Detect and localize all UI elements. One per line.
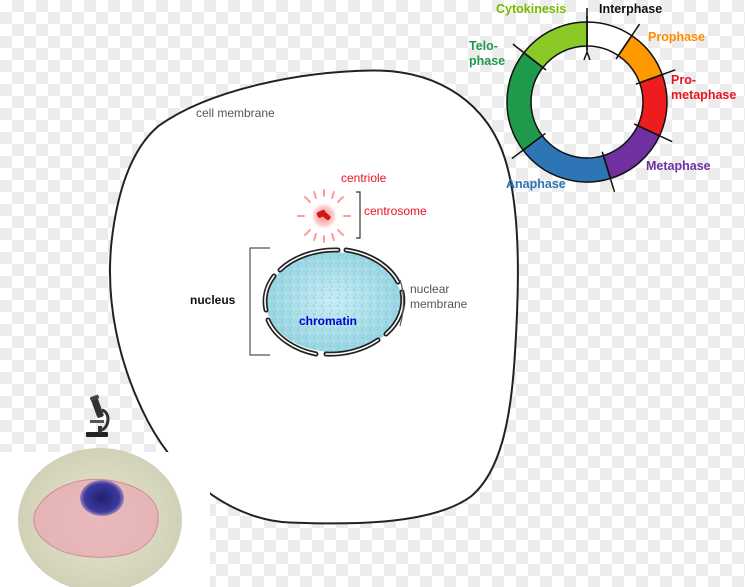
micrograph-nucleus [80,480,124,516]
cycle-divider-cytokinesis [512,43,547,71]
cycle-segment-telophase [506,51,544,152]
nuclear-membrane-label-line1: nuclear [410,282,449,296]
centrosome-label: centrosome [364,204,427,218]
chromatin-label: chromatin [299,314,357,328]
cycle-divider-anaphase [601,151,616,193]
cycle-divider-metaphase [633,123,673,143]
cycle-segment-prometaphase [636,73,668,137]
micrograph-cell [33,479,159,558]
centriole-label: centriole [341,171,387,185]
cycle-divider-telophase [511,132,546,160]
centrosome-bracket [356,191,361,239]
cycle-label-interphase: Interphase [599,2,662,16]
cycle-label-anaphase: Anaphase [506,177,566,191]
nucleus [262,247,406,357]
microscope-icon [86,394,110,437]
cycle-divider-prometaphase [635,69,676,85]
cycle-start-arrow [583,16,591,61]
cycle-label-metaphase: Metaphase [646,159,711,173]
cell-membrane-label: cell membrane [196,106,275,120]
nucleus-bracket [249,247,270,356]
cycle-label-telophase: phase [469,54,505,68]
cycle-segment-anaphase [522,134,612,183]
micrograph [0,448,210,587]
cycle-label-prometaphase: metaphase [671,88,736,102]
cycle-label-telophase: Telo- [469,39,498,53]
centrosome [297,189,351,243]
cycle-label-prometaphase: Pro- [671,73,696,87]
cycle-divider-prophase [615,23,641,60]
cycle-label-cytokinesis: Cytokinesis [496,2,566,16]
cycle-label-prophase: Prophase [648,30,705,44]
nuclear-membrane-label-line2: membrane [410,297,468,311]
cell-cycle-ring: InterphaseProphasePro-metaphaseMetaphase… [469,2,736,193]
nucleus-label: nucleus [190,293,236,307]
